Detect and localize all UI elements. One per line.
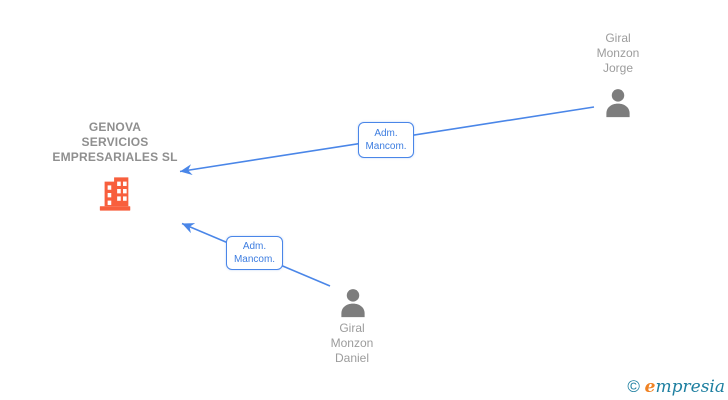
empresia-logo-initial: e [644, 377, 656, 397]
empresia-logo-text: mpresia [655, 377, 726, 397]
person-icon-daniel[interactable] [336, 286, 370, 320]
person-name-jorge[interactable]: Giral Monzon Jorge [596, 31, 640, 75]
person-name-daniel[interactable]: Giral Monzon Daniel [330, 321, 374, 365]
edge-label-adm-mancom-daniel: Adm. Mancom. [226, 236, 283, 270]
company-name[interactable]: GENOVA SERVICIOS EMPRESARIALES SL [52, 120, 178, 164]
person-icon-jorge[interactable] [601, 86, 635, 120]
copyright-icon: © [627, 377, 640, 396]
building-icon[interactable] [97, 173, 135, 213]
edge-label-adm-mancom-jorge: Adm. Mancom. [358, 122, 414, 158]
empresia-logo[interactable]: © empresia [627, 377, 725, 397]
